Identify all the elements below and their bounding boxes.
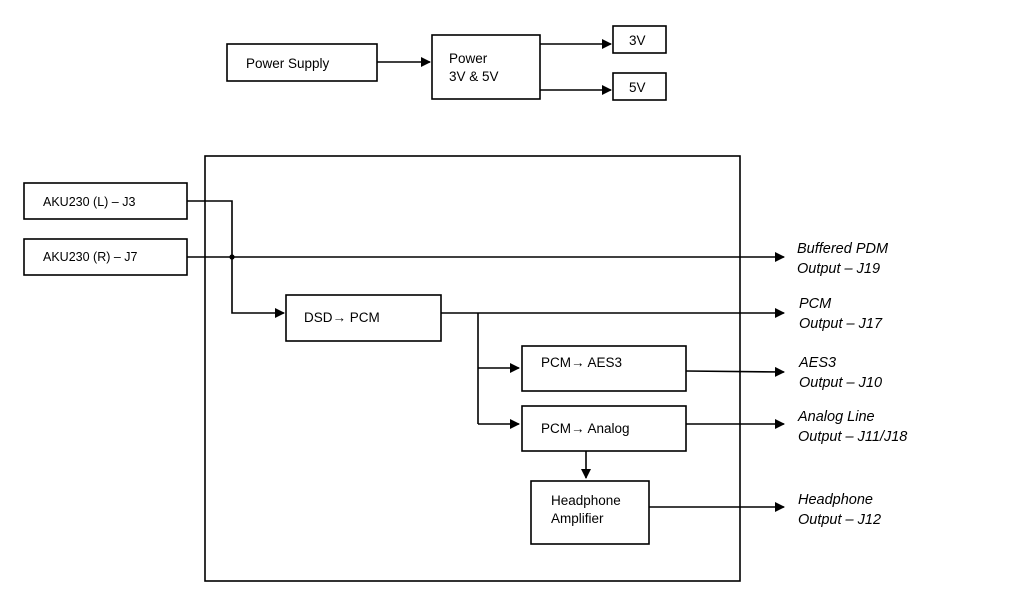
analog-output-label-1: Analog Line (797, 409, 875, 425)
pcm-aes3-label: PCM→ AES3 (541, 355, 622, 370)
headphone-output-label-1: Headphone (798, 492, 873, 508)
aes3-output-label-1: AES3 (798, 355, 836, 371)
headphone-output-label-2: Output – J12 (798, 512, 881, 528)
input-right-box (23, 238, 188, 276)
dsd-pcm-box (285, 294, 442, 342)
aes3-output-arrow (685, 366, 785, 377)
rail-3v-label: 3V (629, 33, 646, 48)
headphone-amp-box (530, 480, 650, 545)
power-regulator-label-1: Power (449, 51, 488, 66)
aes3-output-label-2: Output – J10 (799, 375, 882, 391)
rail-5v-box (612, 72, 667, 101)
analog-output-label-2: Output – J11/J18 (798, 429, 907, 445)
rail-5v-label: 5V (629, 80, 646, 95)
pdm-output-label-1: Buffered PDM (797, 241, 889, 257)
rail-3v-box (612, 25, 667, 54)
pcm-output-label-1: PCM (799, 296, 832, 312)
input-left-box (23, 182, 188, 220)
power-supply-box (226, 43, 378, 82)
power-supply-label: Power Supply (246, 56, 330, 71)
pcm-analog-box (521, 405, 687, 452)
junction-dot (229, 254, 235, 260)
headphone-amp-label-1: Headphone (551, 493, 621, 508)
power-regulator-box (431, 34, 541, 100)
pcm-analog-label: PCM→ Analog (541, 421, 630, 436)
dsd-pcm-label: DSD→ PCM (304, 310, 380, 325)
pdm-output-label-2: Output – J19 (797, 261, 880, 277)
input-left-label: AKU230 (L) – J3 (43, 195, 135, 209)
power-regulator-label-2: 3V & 5V (449, 69, 499, 84)
input-right-label: AKU230 (R) – J7 (43, 250, 138, 264)
headphone-amp-label-2: Amplifier (551, 511, 604, 526)
pcm-aes3-box (521, 345, 687, 392)
pcm-output-label-2: Output – J17 (799, 316, 883, 332)
